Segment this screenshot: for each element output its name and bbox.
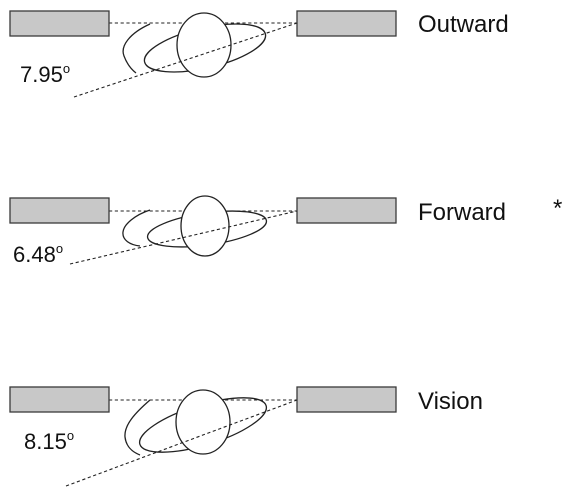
angle-line: [69, 210, 298, 265]
head-ellipse: [176, 12, 232, 78]
angle-line: [73, 22, 298, 98]
panel-outward: 7.95o Outward: [9, 10, 509, 98]
head-ellipse: [175, 389, 231, 455]
panel-vision: 8.15o Vision: [9, 386, 483, 487]
back-curve: [124, 399, 151, 456]
angle-value: 8.15o: [24, 428, 74, 454]
left-bar: [9, 386, 110, 413]
right-bar: [296, 10, 397, 37]
significance-marker: *: [553, 195, 562, 222]
angle-value: 7.95o: [20, 61, 70, 87]
panel-forward: 6.48o Forward *: [9, 195, 562, 267]
condition-label: Vision: [418, 388, 483, 415]
head-ellipse: [180, 195, 230, 257]
angle-line: [65, 399, 298, 487]
right-bar: [296, 197, 397, 224]
back-curve: [122, 23, 151, 74]
left-bar: [9, 197, 110, 224]
condition-label: Forward: [418, 199, 506, 226]
right-bar: [296, 386, 397, 413]
angle-value: 6.48o: [13, 241, 63, 267]
back-curve: [122, 209, 151, 247]
condition-label: Outward: [418, 11, 509, 38]
left-bar: [9, 10, 110, 37]
